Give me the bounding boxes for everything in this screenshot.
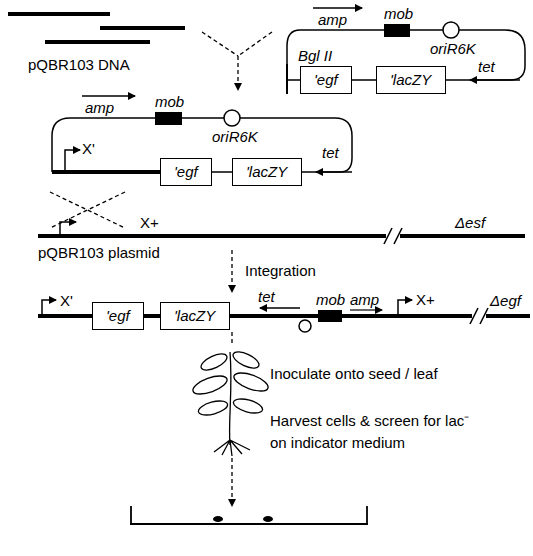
origin-circle <box>443 22 459 38</box>
promoter-label: X' <box>60 292 73 310</box>
colony <box>213 516 223 522</box>
gene-label: Δegf <box>490 292 521 310</box>
gene-name: 'egf <box>314 71 338 89</box>
mob-block <box>318 310 342 322</box>
gene-label: Δesf <box>455 214 485 232</box>
site-label: Bgl II <box>298 47 332 65</box>
dna-fragments <box>8 14 185 42</box>
gene-name: 'lacZY <box>246 163 287 181</box>
step-label: Harvest cells & screen for lac⁻ on indic… <box>270 410 475 454</box>
plant-drawing <box>191 349 271 456</box>
plasmid-label: pQBR103 plasmid <box>38 244 160 262</box>
gene-box: 'egf <box>92 302 144 330</box>
ligation-arrow <box>202 32 272 90</box>
gene-box: 'egf <box>160 158 212 186</box>
origin-circle <box>224 110 240 126</box>
harvest-arrow <box>231 458 232 506</box>
mob-block <box>155 112 182 125</box>
integration-arrow <box>231 250 232 292</box>
gene-box: 'lacZY <box>160 302 230 330</box>
gene-box: 'lacZY <box>232 158 302 186</box>
gene-box: 'lacZY <box>376 66 446 94</box>
step-label: Inoculate onto seed / leaf <box>270 365 438 383</box>
promoter-label: X' <box>82 140 95 158</box>
cloned-fragment <box>52 170 162 174</box>
gene-label: mob <box>384 5 413 23</box>
origin-label: oriR6K <box>430 40 476 58</box>
gene-name: 'egf <box>174 163 198 181</box>
origin-circle <box>299 320 311 332</box>
gene-name: 'lacZY <box>390 71 431 89</box>
gene-name: 'egf <box>106 307 130 325</box>
gene-label: amp <box>85 99 114 117</box>
colony <box>263 516 273 522</box>
gene-label: mob <box>316 291 345 309</box>
mob-block <box>384 24 410 37</box>
origin-label: oriR6K <box>212 128 258 146</box>
inoculate-arrow <box>231 332 232 346</box>
gene-label: tet <box>478 58 495 76</box>
promoter-label: X+ <box>140 214 159 232</box>
dna-label: pQBR103 DNA <box>28 56 130 74</box>
gene-name: 'lacZY <box>174 307 215 325</box>
gene-label: mob <box>155 93 184 111</box>
chromosome-line <box>38 222 525 244</box>
gene-label: amp <box>350 291 379 309</box>
promoter-label: X+ <box>416 291 435 309</box>
gene-label: tet <box>322 144 339 162</box>
gene-box: 'egf <box>300 66 352 94</box>
step-label: Integration <box>245 262 316 280</box>
petri-dish <box>130 506 368 524</box>
gene-label: amp <box>318 11 347 29</box>
gene-label: tet <box>258 288 275 306</box>
